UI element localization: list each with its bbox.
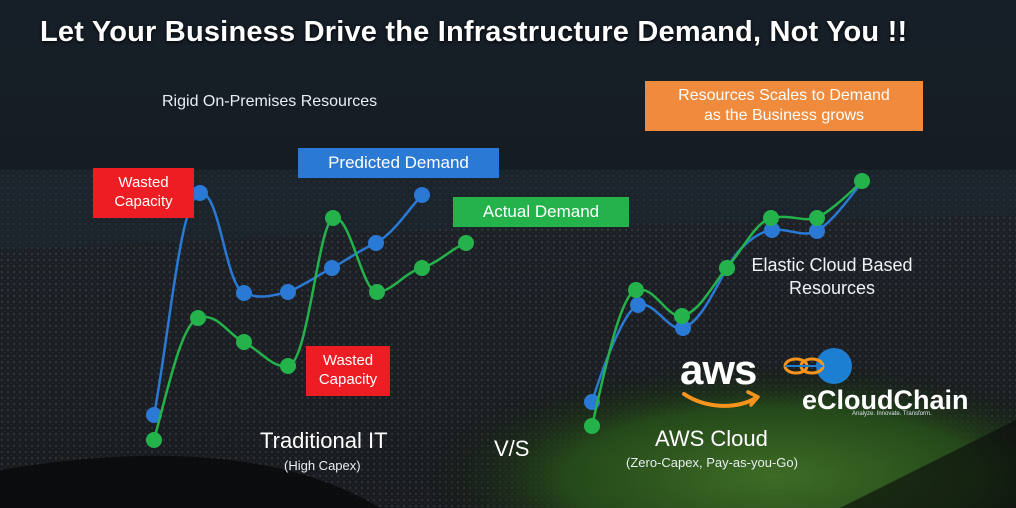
elastic-cloud-label: Elastic Cloud Based Resources <box>751 255 913 299</box>
predicted-demand-badge: Predicted Demand <box>298 148 499 178</box>
predicted-demand-points <box>146 185 430 423</box>
ecloudchain-logo-text: eCloudChain <box>802 385 969 415</box>
aws-cloud-sublabel: (Zero-Capex, Pay-as-you-Go) <box>626 455 798 470</box>
page-title: Let Your Business Drive the Infrastructu… <box>40 16 908 48</box>
aws-cloud-label: AWS Cloud <box>655 426 768 451</box>
cloud-demand-points <box>584 173 870 434</box>
traditional-it-label: Traditional IT <box>260 428 388 453</box>
ecloudchain-tagline: Analyze. Innovate. Transform. <box>852 411 932 417</box>
wasted-capacity-badge-bottom: Wasted Capacity <box>306 346 390 396</box>
wasted-capacity-badge-top: Wasted Capacity <box>93 168 194 218</box>
chain-link-globe-icon <box>783 348 852 384</box>
versus-label: V/S <box>494 436 530 461</box>
cloud-resources-points <box>584 222 825 410</box>
aws-smile-logo <box>682 392 758 408</box>
actual-demand-points <box>146 210 474 448</box>
resources-scale-badge: Resources Scales to Demand as the Busine… <box>645 81 923 131</box>
traditional-it-sublabel: (High Capex) <box>284 458 361 473</box>
actual-demand-badge: Actual Demand <box>453 197 629 227</box>
rigid-resources-label: Rigid On-Premises Resources <box>162 93 378 110</box>
aws-logo-text: aws <box>680 346 757 393</box>
